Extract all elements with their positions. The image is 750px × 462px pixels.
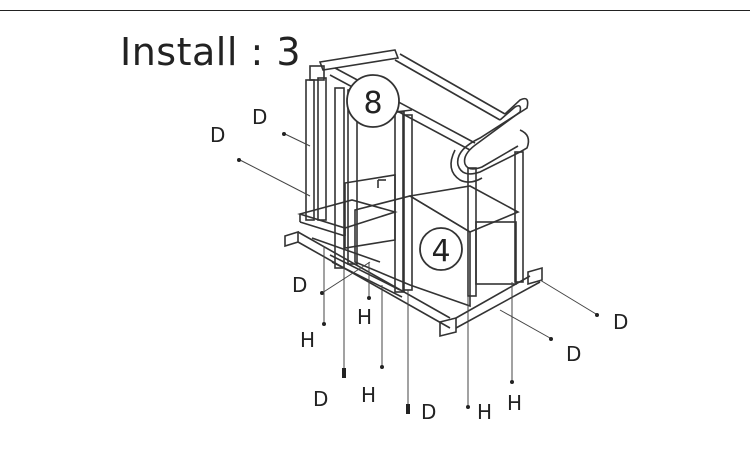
label-h: H (357, 305, 372, 329)
part-callout-4: 4 (419, 227, 463, 271)
label-h: H (361, 383, 376, 407)
svg-text:8: 8 (363, 86, 382, 121)
label-d: D (613, 310, 628, 334)
label-h: H (477, 400, 492, 424)
label-d: D (421, 400, 436, 424)
label-d: D (210, 123, 225, 147)
fastener-leaders (237, 132, 599, 414)
frame-drawing (284, 49, 543, 338)
svg-text:4: 4 (431, 234, 450, 269)
label-h: H (300, 328, 315, 352)
step-title: Install : 3 (120, 30, 302, 74)
header-rule (0, 10, 750, 11)
part-callout-8: 8 (346, 74, 400, 128)
fastener-labels: D D D H H D H D H H D D (210, 105, 628, 424)
label-d: D (313, 387, 328, 411)
label-d: D (292, 273, 307, 297)
label-d: D (566, 342, 581, 366)
label-d: D (252, 105, 267, 129)
label-h: H (507, 391, 522, 415)
